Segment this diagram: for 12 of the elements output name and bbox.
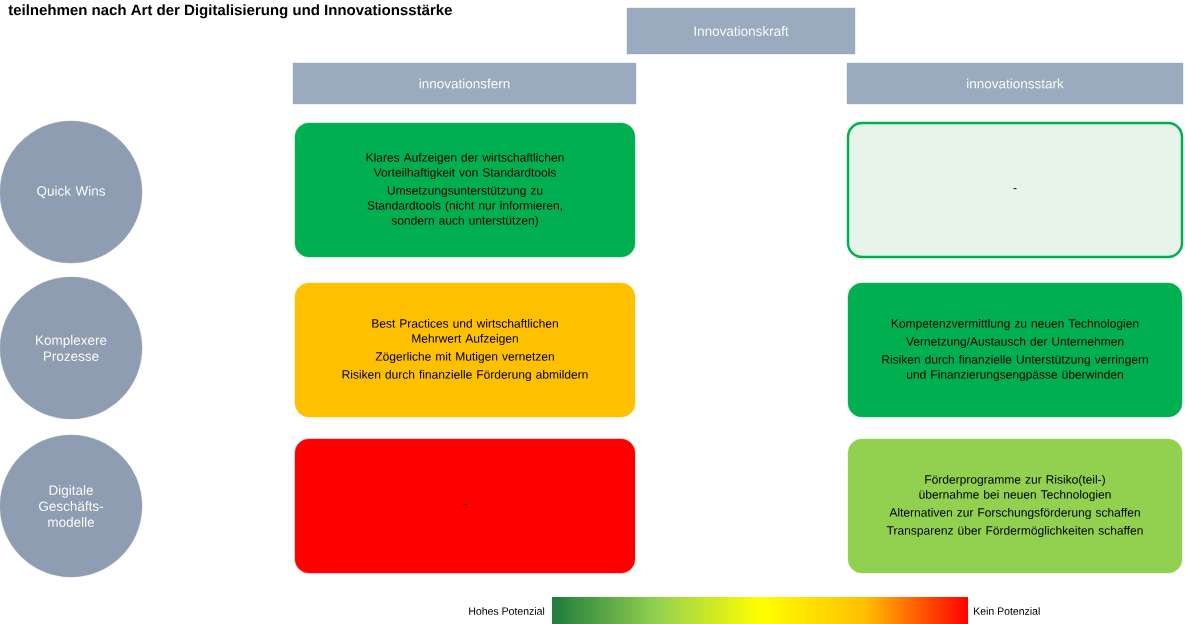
- header-box: innovationsfern: [292, 62, 637, 105]
- recommendation-box: Förderprogramme zur Risiko(teil-) übernahme bei neuen Technologien Alternativen zur Forschungsförderung schaffen Transparenz über Fördermöglichkeiten schaffen: [847, 438, 1183, 574]
- title: teilnehmen nach Art der Digitalisierung und Innovationsstärke: [8, 4, 452, 19]
- recommendation-box: Klares Aufzeigen der wirtschaftlichen Vorteilhaftigkeit von Standardtools Umsetzungsunterstützung zu Standardtools (nicht nur informieren, sondern auch unterstützen): [294, 122, 636, 258]
- recommendation-box: -: [846, 121, 1184, 259]
- recommendation-box: Best Practices und wirtschaftlichen Mehrwert Aufzeigen Zögerliche mit Mutigen vernetzen Risiken durch finanzielle Förderung abmildern: [294, 282, 636, 418]
- recommendation-box: Kompetenzvermittlung zu neuen Technologien Vernetzung/Austausch der Unternehmen Risiken durch finanzielle Unterstützung verringern und Finanzierungsengpässe überwinden: [847, 282, 1183, 418]
- scale-label: Hohes Potenzial: [469, 607, 545, 615]
- header-box: Innovationskraft: [626, 7, 856, 55]
- header-box: innovationsstark: [846, 62, 1184, 105]
- recommendation-box: -: [294, 438, 636, 574]
- scale-label: Kein Potenzial: [974, 607, 1040, 615]
